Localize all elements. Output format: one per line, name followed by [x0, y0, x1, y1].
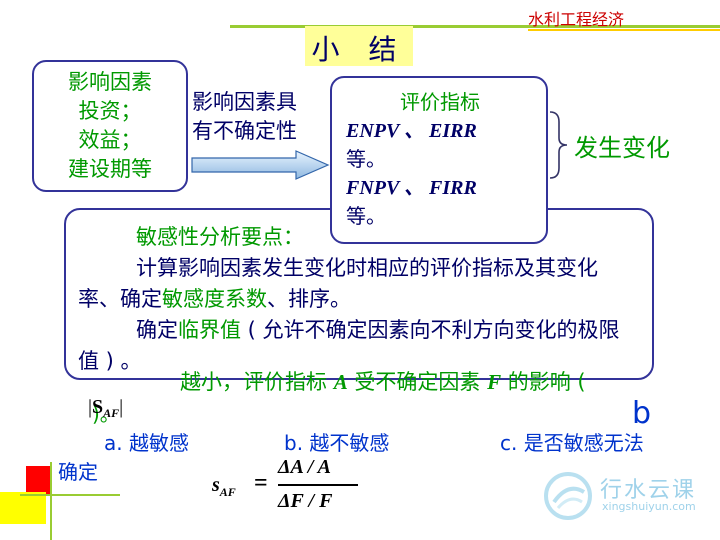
decorative-horizontal-line [20, 494, 120, 496]
formula-numerator: ΔA / A [278, 456, 331, 478]
change-label: 发生变化 [574, 134, 670, 162]
decorative-yellow-square [0, 492, 46, 524]
formula-denominator: ΔF / F [278, 490, 333, 512]
decorative-vertical-line [50, 462, 52, 540]
abs-symbol: S [92, 396, 104, 418]
factors-line: 效益； [78, 128, 142, 152]
formula-fraction-bar [278, 484, 358, 486]
option-a: a. 越敏感 [104, 431, 189, 455]
analysis-text: 确定 [136, 318, 178, 342]
factors-line: 投资； [78, 99, 142, 123]
analysis-paragraph-1: 计算影响因素发生变化时相应的评价指标及其变化率、确定敏感度系数、排序。 [78, 253, 638, 315]
indicator-tail-2: 等。 [346, 204, 386, 228]
analysis-content: 敏感性分析要点： 计算影响因素发生变化时相应的评价指标及其变化率、确定敏感度系数… [78, 222, 638, 377]
analysis-keyword: 敏感度系数 [162, 287, 267, 311]
analysis-text: 、排序。 [267, 287, 351, 311]
abs-symbol-sub: AF [103, 406, 120, 420]
analysis-heading: 敏感性分析要点： [136, 225, 304, 249]
factors-line: 影响因素 [68, 70, 152, 94]
uncertainty-line: 有不确定性 [192, 119, 297, 143]
option-c-tail: 确定 [58, 460, 98, 484]
title-highlight [305, 26, 413, 66]
question-variable: F [487, 370, 502, 394]
indicator-title: 评价指标 [400, 90, 480, 114]
analysis-keyword: 临界值 [178, 318, 241, 342]
indicator-tail-1: 等。 [346, 147, 386, 171]
formula-lhs: sAF [212, 474, 236, 500]
factors-box: 影响因素 投资； 效益； 建设期等 [32, 60, 188, 192]
question-text: 越小，评价指标 A 受不确定因素 F 的影响 ( [180, 366, 586, 396]
uncertainty-line: 影响因素具 [192, 90, 297, 114]
decorative-top-accent-line [528, 29, 720, 31]
watermark-url: xingshuiyun.com [602, 500, 696, 513]
slide-title: 小 结 [311, 33, 407, 66]
watermark: 行水云课 xingshuiyun.com [540, 466, 720, 526]
formula-subscript: AF [219, 485, 236, 499]
flow-arrow-icon [191, 150, 330, 180]
option-b: b. 越不敏感 [284, 431, 390, 455]
analysis-text: 计算影响因素发生变化时相应的评价指标及其变化率、确定 [78, 256, 598, 311]
analysis-paragraph-2: 确定临界值 ( 允许不确定因素向不利方向变化的极限值 ) 。 [78, 315, 638, 377]
question-end: )。 [92, 402, 120, 426]
watermark-logo-icon [544, 472, 592, 520]
question-variable: A [333, 370, 348, 394]
answer-label: b [632, 396, 652, 431]
question-part: 的影响 ( [501, 370, 586, 394]
decorative-top-line [230, 25, 720, 28]
question-part: 受不确定因素 [347, 370, 488, 394]
watermark-text: 行水云课 [600, 478, 697, 503]
course-title: 水利工程经济 [528, 10, 625, 29]
indicator-terms-2: FNPV 、 FIRR [346, 177, 477, 199]
uncertainty-text: 影响因素具 有不确定性 。 [192, 88, 327, 175]
analysis-text: ( 允许不确定因素向不利方向变化的极限值 ) 。 [78, 318, 620, 373]
sensitivity-abs-symbol: |SAF| [88, 396, 124, 420]
indicator-box: 评价指标 ENPV 、 EIRR 等。 FNPV 、 FIRR 等。 [330, 76, 548, 244]
right-brace-icon [549, 111, 568, 179]
indicator-terms-1: ENPV 、 EIRR [346, 120, 477, 142]
question-part: 越小，评价指标 [180, 370, 334, 394]
formula-equals: = [254, 470, 268, 496]
factors-line: 建设期等 [68, 157, 152, 181]
option-c: c. 是否敏感无法 [500, 431, 644, 455]
formula-symbol: s [212, 474, 220, 496]
decorative-red-square [26, 466, 50, 494]
